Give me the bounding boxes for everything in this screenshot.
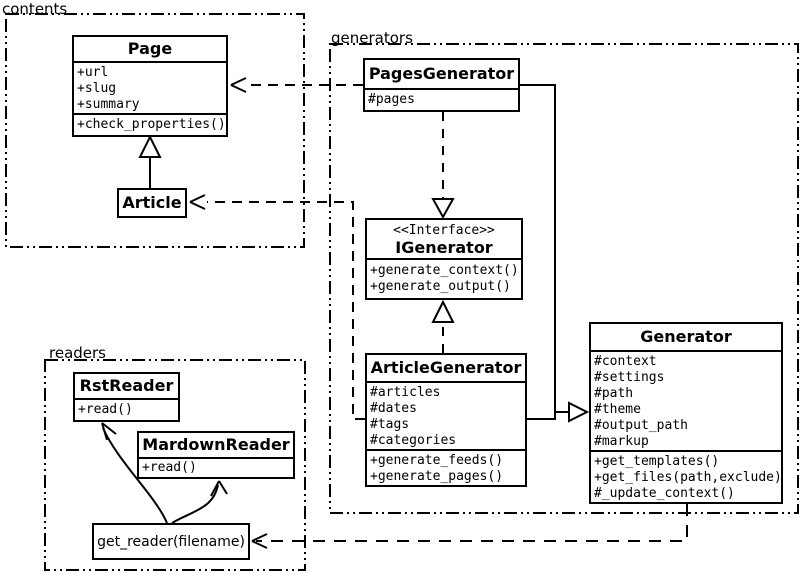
attribute: #tags — [370, 417, 410, 432]
edge-articlegenerator-implements-igenerator — [431, 299, 455, 353]
class-page-attributes: +url +slug +summary — [74, 61, 226, 113]
attribute: #path — [594, 386, 634, 401]
package-label-readers: readers — [49, 344, 106, 362]
package-generators-border — [329, 43, 799, 514]
class-markdownreader-methods: +read() — [139, 457, 293, 477]
edge-articlegenerator-depends-article — [189, 194, 365, 420]
class-pagesgenerator-title: PagesGenerator — [368, 64, 515, 83]
edge-getreader-calls-markdownreader — [171, 480, 228, 524]
class-page: Page +url +slug +summary +check_properti… — [72, 35, 228, 137]
method: +read() — [78, 402, 133, 417]
function-get-reader-label: get_reader(filename) — [97, 533, 245, 550]
class-rstreader: RstReader +read() — [73, 372, 180, 422]
edge-pagesgenerator-depends-page — [230, 77, 363, 93]
class-generator-title: Generator — [640, 327, 732, 346]
edge-generator-depends-getreader — [251, 504, 688, 549]
attribute: #output_path — [594, 418, 688, 433]
attribute: #dates — [370, 401, 417, 416]
edge-article-inherits-page — [138, 134, 162, 188]
attribute: #pages — [368, 92, 415, 107]
attribute: #settings — [594, 370, 665, 385]
attribute: #theme — [594, 402, 641, 417]
package-contents-border — [5, 13, 305, 248]
class-igenerator-methods: +generate_context() +generate_output() — [367, 258, 521, 298]
class-articlegenerator-title: ArticleGenerator — [370, 358, 522, 377]
class-articlegenerator-attributes: #articles #dates #tags #categories — [367, 381, 525, 449]
class-generator: Generator #context #settings #path #them… — [589, 322, 783, 504]
class-article: Article — [117, 188, 187, 218]
edge-articlegenerator-inherits-generator — [527, 401, 590, 423]
method: +get_templates() — [594, 454, 720, 469]
class-page-title: Page — [127, 39, 173, 58]
method: #_update_context() — [594, 486, 735, 501]
class-page-methods: +check_properties() — [74, 113, 226, 135]
package-label-generators: generators — [331, 29, 413, 47]
class-generator-attributes: #context #settings #path #theme #output_… — [591, 350, 781, 450]
attribute: #articles — [370, 385, 441, 400]
edge-pagesgenerator-inherits-generator — [520, 84, 569, 413]
class-pagesgenerator-attributes: #pages — [365, 88, 518, 110]
method: +read() — [142, 460, 197, 475]
edge-getreader-calls-rstreader — [101, 422, 168, 524]
class-rstreader-methods: +read() — [75, 398, 178, 420]
method: +generate_feeds() — [370, 453, 504, 468]
method: +generate_pages() — [370, 469, 504, 484]
class-igenerator-stereotype: <<Interface>> — [393, 223, 495, 238]
attribute: #markup — [594, 434, 649, 449]
class-pagesgenerator: PagesGenerator #pages — [363, 58, 520, 112]
edge-pagesgenerator-implements-igenerator — [431, 112, 455, 220]
attribute: +url — [77, 65, 109, 80]
class-markdownreader: MardownReader +read() — [137, 431, 295, 479]
class-markdownreader-title: MardownReader — [142, 435, 290, 454]
function-get-reader: get_reader(filename) — [92, 523, 250, 560]
class-articlegenerator: ArticleGenerator #articles #dates #tags … — [365, 353, 527, 487]
attribute: #context — [594, 354, 657, 369]
method: +get_files(path,exclude) — [594, 470, 782, 485]
class-article-title: Article — [122, 193, 182, 212]
class-igenerator-header: <<Interface>> IGenerator — [367, 220, 521, 258]
class-articlegenerator-methods: +generate_feeds() +generate_pages() — [367, 449, 525, 485]
attribute: +summary — [77, 97, 140, 112]
class-rstreader-title: RstReader — [79, 376, 174, 395]
package-readers-border — [44, 359, 306, 571]
class-igenerator-title: IGenerator — [395, 238, 493, 257]
method: +check_properties() — [77, 117, 226, 132]
package-label-contents: contents — [2, 0, 68, 18]
attribute: #categories — [370, 433, 457, 448]
method: +generate_output() — [370, 279, 511, 294]
attribute: +slug — [77, 81, 117, 96]
method: +generate_context() — [370, 263, 519, 278]
class-igenerator: <<Interface>> IGenerator +generate_conte… — [365, 218, 523, 300]
class-generator-methods: +get_templates() +get_files(path,exclude… — [591, 450, 782, 502]
